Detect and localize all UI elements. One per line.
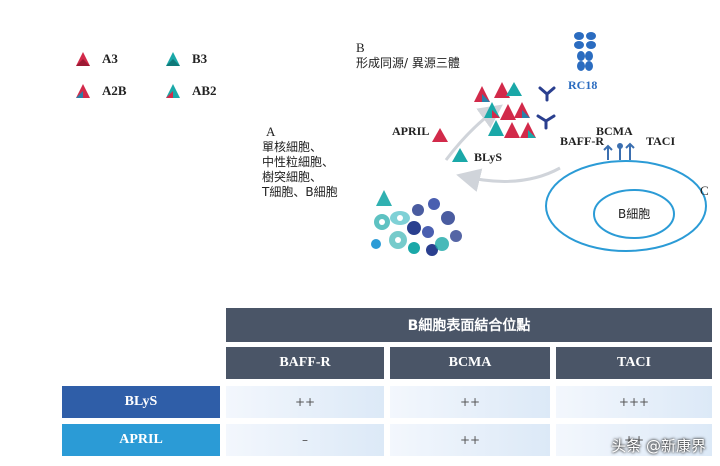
section-a-line-1: 單核細胞、 (262, 140, 323, 154)
table-cell-blys-taci: +++ (556, 386, 712, 418)
trimer-cluster (474, 82, 536, 138)
table-row-label-blys: BLyS (62, 386, 220, 418)
table-cell-blys-bcma: ++ (390, 386, 550, 418)
diagram-canvas (371, 32, 707, 256)
table-row-label-april: APRIL (62, 424, 220, 456)
table-cell-blys-baffr: ++ (226, 386, 384, 418)
baffr-label: BAFF-R (560, 134, 604, 148)
section-a-letter: A (266, 124, 276, 139)
legend-ab2-label: AB2 (192, 83, 217, 98)
table-col-taci: TACI (556, 347, 712, 379)
table-col-baffr: BAFF-R (226, 347, 384, 379)
section-c-letter: C (700, 183, 709, 198)
rc18-antibody-icon (574, 32, 596, 71)
table-cell-april-baffr: – (226, 424, 384, 456)
legend-a2b: A2B (72, 82, 127, 100)
arrow-from-cell (456, 166, 561, 192)
table-cell-april-bcma: ++ (390, 424, 550, 456)
watermark: 头条 @新康界 (611, 437, 706, 455)
section-a-line-3: 樹突細胞、 (262, 170, 323, 184)
legend-a2b-label: A2B (102, 83, 127, 98)
b-cell-label: B細胞 (618, 207, 651, 221)
b3-trimer-icon (166, 52, 180, 66)
april-trimer-icon (432, 128, 448, 142)
a3-trimer-icon (76, 52, 90, 66)
table-cell-april-taci: ++ (556, 424, 712, 456)
rc18-label: RC18 (568, 78, 598, 92)
legend-b3-label: B3 (192, 51, 208, 66)
april-label: APRIL (392, 124, 430, 138)
table-title: B細胞表面結合位點 (226, 308, 712, 342)
blys-trimer-icon (452, 148, 468, 162)
antibody-icons (536, 86, 556, 130)
bcma-label: BCMA (596, 124, 633, 138)
receptor-icons (603, 142, 635, 160)
legend-b3: B3 (162, 50, 207, 68)
section-a-line-4: T細胞、B細胞 (262, 185, 338, 199)
b-cell-outer (545, 160, 707, 252)
a2b-trimer-icon (76, 84, 90, 98)
legend-ab2: AB2 (162, 82, 217, 100)
taci-label: TACI (646, 134, 676, 148)
section-b-text: 形成同源/ 異源三體 (356, 56, 460, 70)
table-col-bcma: BCMA (390, 347, 550, 379)
b-cell-nucleus (593, 189, 675, 239)
ab2-trimer-icon (166, 84, 180, 98)
immune-cell-cluster (371, 190, 462, 256)
legend-a3: A3 (72, 50, 118, 68)
blys-label: BLyS (474, 150, 503, 164)
section-a-line-2: 中性粒細胞、 (262, 155, 335, 169)
legend-a3-label: A3 (102, 51, 118, 66)
section-b-letter: B (356, 40, 365, 55)
